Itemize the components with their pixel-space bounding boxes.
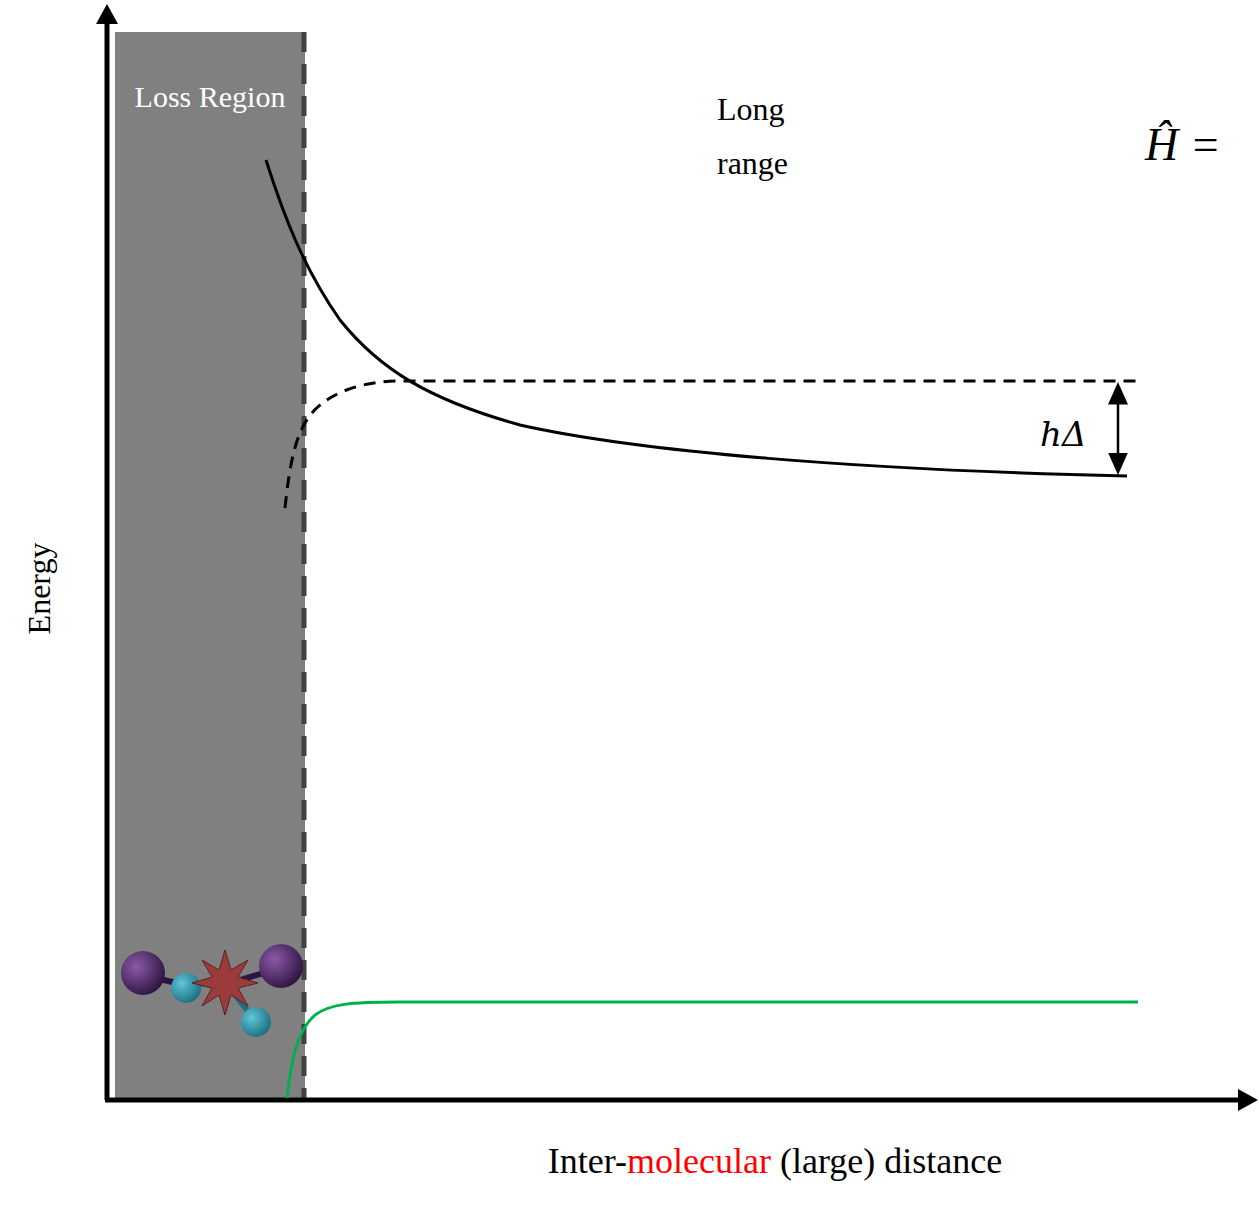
y-axis (105, 22, 110, 1100)
axis-title-part: molecular (627, 1141, 771, 1181)
region-boundary (302, 32, 307, 1100)
axis-title: Energy (22, 542, 59, 634)
gap-arrow (1117, 392, 1120, 465)
loss-region: Loss Region (115, 32, 305, 1100)
x-axis (105, 1098, 1240, 1103)
y-axis-head (96, 4, 118, 24)
molecule-illustration (121, 944, 303, 1037)
region-label: Long range (717, 82, 847, 190)
dashed-curve (285, 381, 1140, 508)
repulsive-curve (266, 160, 1127, 476)
x-axis-head (1238, 1089, 1258, 1111)
axis-title: Inter-molecular(large) distance (548, 1140, 1002, 1182)
energy-gap-label: hΔ (1040, 414, 1086, 454)
region-label: Loss Region (125, 74, 295, 120)
axis-title-part: (large) distance (780, 1141, 1002, 1181)
axis-title-part: Inter- (548, 1141, 627, 1181)
hamiltonian-label: Ĥ = (1145, 118, 1221, 171)
ground-curve (287, 1002, 1138, 1098)
